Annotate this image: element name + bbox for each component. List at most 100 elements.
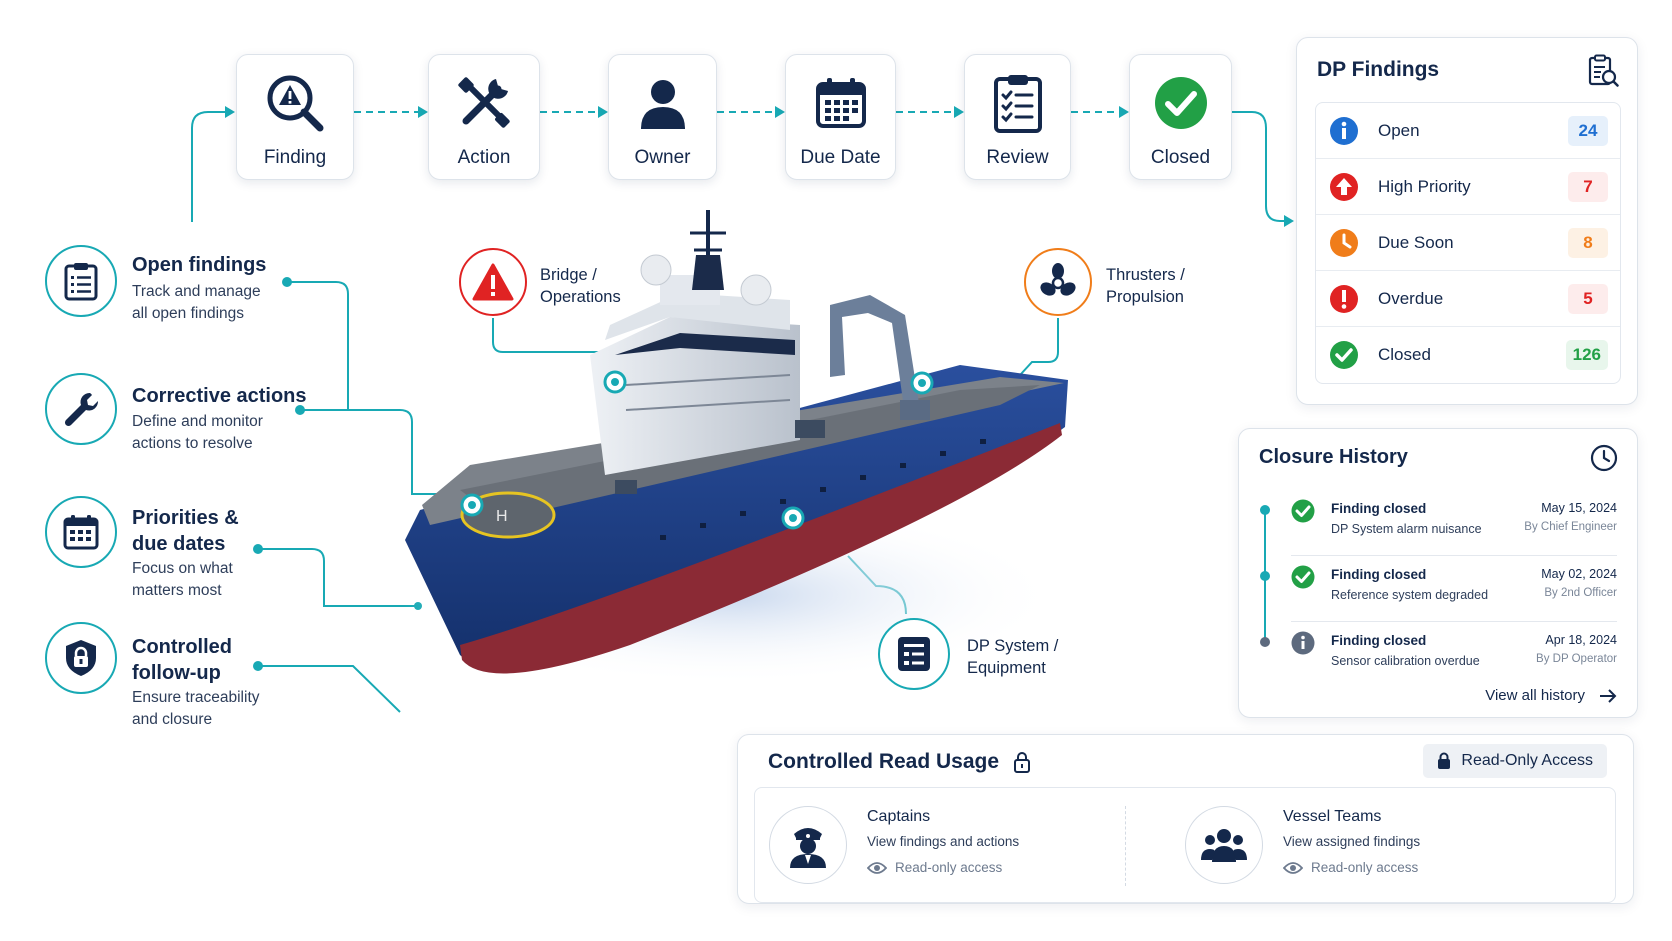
step-review[interactable]: Review [964,54,1071,180]
findings-count-badge: 8 [1568,227,1608,258]
lock-icon [1438,752,1451,769]
check-circle-icon [1149,71,1213,135]
step-action[interactable]: Action [428,54,540,180]
equipment-list-icon [898,637,930,671]
divider [1291,621,1617,622]
search-warning-icon [263,71,327,135]
checklist-icon [986,71,1050,135]
role-desc: View assigned findings [1283,834,1421,849]
feature-desc: Ensure traceability and closure [132,689,260,728]
feature-corrective-actions-icon-circle [45,373,117,445]
panel-title: Closure History [1259,446,1408,468]
history-item[interactable]: Finding closed Reference system degraded… [1331,567,1617,602]
check-icon [1291,499,1315,528]
findings-count-badge: 126 [1565,340,1608,370]
role-access: Read-only access [1283,860,1418,875]
findings-row-label: Open [1378,120,1420,140]
findings-count-badge: 24 [1568,115,1608,146]
team-icon [1201,829,1247,862]
callout-thrusters-circle [1024,248,1092,316]
step-label: Due Date [800,147,881,168]
role-desc: View findings and actions [867,834,1020,849]
step-finding[interactable]: Finding [236,54,354,180]
role-name: Vessel Teams [1283,808,1382,825]
step-label: Owner [634,147,691,168]
step-closed[interactable]: Closed [1129,54,1232,180]
findings-row-due-soon[interactable]: Due Soon 8 [1316,215,1620,271]
warning-icon [472,263,514,301]
feature-title: Priorities &due dates [132,507,239,555]
feature-title: Open findings [132,254,267,276]
feature-controlled-followup-icon-circle [45,622,117,694]
divider [1125,806,1126,886]
report-search-icon [1588,54,1619,87]
propeller-icon [1040,263,1076,296]
role-access: Read-only access [867,860,1002,875]
feature-open-findings-icon-circle [45,245,117,317]
callout-bridge-label: Bridge /Operations [540,266,621,306]
captain-icon-circle [769,806,847,884]
read-only-access-badge: Read-Only Access [1423,744,1607,778]
findings-list: Open 24 High Priority 7 Due Soon 8 Overd… [1315,102,1621,384]
roles-container: Captains View findings and actions Read-… [754,787,1616,903]
info-icon [1291,631,1315,660]
controlled-read-panel: Controlled Read Usage Read-Only Access C… [737,734,1634,904]
shield-lock-icon [66,640,96,676]
feature-desc: Define and monitor actions to resolve [132,413,263,452]
arrow-up-icon [1328,171,1360,203]
findings-row-overdue[interactable]: Overdue 5 [1316,271,1620,327]
step-owner[interactable]: Owner [608,54,717,180]
dp-findings-panel: DP Findings Open 24 High Priority 7 Due … [1296,37,1638,405]
svg-text:H: H [496,508,508,525]
findings-row-open[interactable]: Open 24 [1316,103,1620,159]
timeline-dot [1260,505,1270,515]
findings-row-closed[interactable]: Closed 126 [1316,327,1620,383]
callout-dp-system-label: DP System /Equipment [967,637,1059,677]
clock-history-icon [1590,444,1618,472]
check-icon [1291,565,1315,594]
findings-row-high-priority[interactable]: High Priority 7 [1316,159,1620,215]
tools-icon [452,71,516,135]
history-item[interactable]: Finding closed DP System alarm nuisance … [1331,501,1617,536]
closure-history-panel: Closure History Finding closed DP System… [1238,428,1638,718]
timeline-dot [1260,571,1270,581]
info-icon [1328,115,1360,147]
eye-icon [867,861,887,874]
team-icon-circle [1185,806,1263,884]
clipboard-list-icon [64,263,98,301]
feature-desc: Track and manage all open findings [132,283,261,322]
findings-row-label: Overdue [1378,288,1444,308]
feature-title: Corrective actions [132,385,307,407]
alert-icon [1328,283,1360,315]
findings-count-badge: 7 [1568,171,1608,202]
findings-row-label: High Priority [1378,176,1471,196]
callout-bridge-circle [459,248,527,316]
panel-title: DP Findings [1317,58,1440,81]
divider [1291,555,1617,556]
view-all-history-link[interactable]: View all history [1485,687,1617,704]
feature-priorities-icon-circle [45,496,117,568]
feature-desc: Focus on what matters most [132,560,233,599]
step-label: Closed [1150,147,1211,168]
step-label: Finding [263,147,327,168]
wrench-icon [64,392,99,427]
panel-title: Controlled Read Usage [768,750,1031,774]
history-item[interactable]: Finding closed Sensor calibration overdu… [1331,633,1617,668]
callout-dp-system-circle [878,618,950,690]
calendar-icon [63,515,99,550]
calendar-icon [809,71,873,135]
findings-row-label: Closed [1378,345,1431,364]
timeline-dot [1260,637,1270,647]
findings-row-label: Due Soon [1378,232,1454,252]
check-icon [1328,339,1360,371]
step-label: Action [457,147,511,168]
role-name: Captains [867,808,931,825]
findings-count-badge: 5 [1568,283,1608,314]
person-icon [631,71,695,135]
lock-icon [1014,752,1031,773]
eye-icon [1283,861,1303,874]
step-due-date[interactable]: Due Date [785,54,896,180]
arrow-right-icon [1600,688,1617,703]
